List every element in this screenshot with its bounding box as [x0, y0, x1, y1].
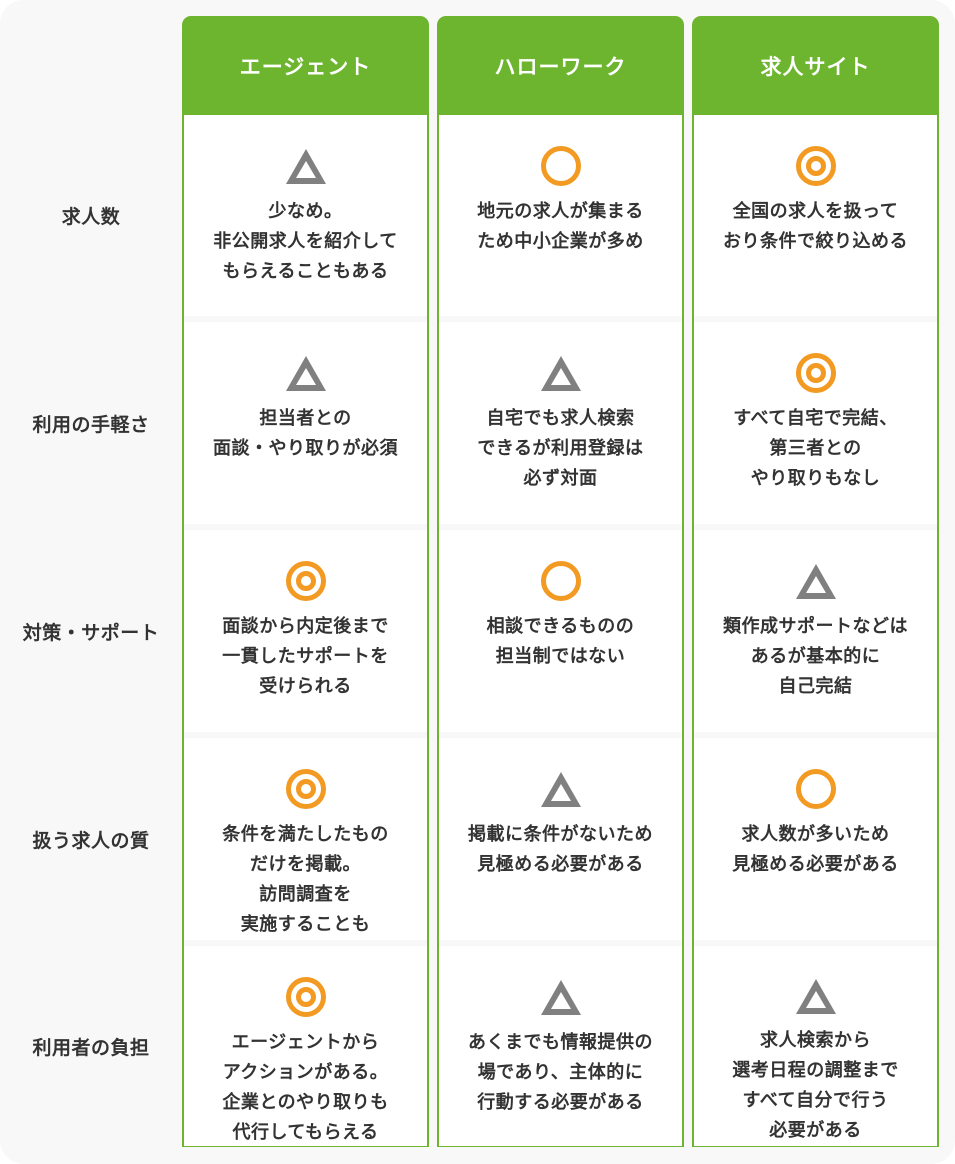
- triangle-mark-icon: [539, 352, 583, 394]
- cell-text: エージェントから アクションがある。 企業とのやり取りも 代行してもらえる: [222, 1032, 389, 1143]
- column-header-agent: エージェント: [182, 16, 429, 115]
- table-cell: 相談できるものの 担当制ではない: [439, 530, 682, 732]
- cell-text: 担当者との 面談・やり取りが必須: [213, 408, 398, 459]
- cell-text: 面談から内定後まで 一貫したサポートを 受けられる: [222, 616, 389, 697]
- cell-text: 少なめ。 非公開求人を紹介して もらえることもある: [213, 201, 398, 282]
- triangle-mark-icon: [284, 352, 328, 394]
- column-header-job-site: 求人サイト: [692, 16, 939, 115]
- row-label-ease-of-use: 利用の手軽さ: [32, 413, 150, 436]
- double-circle-mark-icon: [284, 768, 328, 810]
- row-label-job-count: 求人数: [61, 206, 121, 228]
- cell-text: 求人検索から 選考日程の調整まで すべて自分で行う 必要がある: [732, 1030, 899, 1141]
- double-circle-mark-icon: [284, 560, 328, 602]
- table-cell: 条件を満たしたもの だけを掲載。 訪問調査を 実施することも: [184, 738, 427, 940]
- table-cell: 類作成サポートなどは あるが基本的に 自己完結: [694, 530, 937, 732]
- circle-mark-icon: [794, 768, 838, 810]
- table-cell: 求人数が多いため 見極める必要がある: [694, 738, 937, 940]
- triangle-mark-icon: [794, 560, 838, 602]
- triangle-mark-icon: [794, 976, 838, 1016]
- triangle-mark-icon: [539, 768, 583, 810]
- cell-text: 相談できるものの 担当制ではない: [486, 616, 635, 667]
- column-body: 地元の求人が集まる ため中小企業が多め自宅でも求人検索 できるが利用登録は 必ず…: [437, 115, 684, 1147]
- cell-text: あくまでも情報提供の 場であり、主体的に 行動する必要がある: [468, 1032, 653, 1113]
- column-header-hellowork: ハローワーク: [437, 16, 684, 115]
- cell-text: 類作成サポートなどは あるが基本的に 自己完結: [723, 616, 908, 697]
- table-cell: あくまでも情報提供の 場であり、主体的に 行動する必要がある: [439, 946, 682, 1146]
- triangle-mark-icon: [284, 145, 328, 187]
- table-cell: 面談から内定後まで 一貫したサポートを 受けられる: [184, 530, 427, 732]
- circle-mark-icon: [539, 560, 583, 602]
- row-label-support: 対策・サポート: [22, 621, 160, 644]
- table-cell: 地元の求人が集まる ため中小企業が多め: [439, 115, 682, 316]
- table-cell: すべて自宅で完結、 第三者との やり取りもなし: [694, 322, 937, 524]
- table-cell: 担当者との 面談・やり取りが必須: [184, 322, 427, 524]
- row-label-job-quality: 扱う求人の質: [32, 829, 150, 852]
- circle-mark-icon: [539, 145, 583, 187]
- triangle-mark-icon: [539, 976, 583, 1018]
- table-cell: 少なめ。 非公開求人を紹介して もらえることもある: [184, 115, 427, 316]
- cell-text: 求人数が多いため 見極める必要がある: [732, 824, 899, 875]
- double-circle-mark-icon: [284, 976, 328, 1018]
- double-circle-mark-icon: [794, 145, 838, 187]
- cell-text: すべて自宅で完結、 第三者との やり取りもなし: [733, 408, 898, 489]
- column-body: 少なめ。 非公開求人を紹介して もらえることもある担当者との 面談・やり取りが必…: [182, 115, 429, 1147]
- column-body: 全国の求人を扱って おり条件で絞り込めるすべて自宅で完結、 第三者との やり取り…: [692, 115, 939, 1147]
- table-cell: エージェントから アクションがある。 企業とのやり取りも 代行してもらえる: [184, 946, 427, 1146]
- cell-text: 掲載に条件がないため 見極める必要がある: [468, 824, 653, 875]
- cell-text: 全国の求人を扱って おり条件で絞り込める: [723, 201, 908, 252]
- cell-text: 条件を満たしたもの だけを掲載。 訪問調査を 実施することも: [222, 824, 389, 935]
- cell-text: 自宅でも求人検索 できるが利用登録は 必ず対面: [477, 408, 644, 489]
- column-job-site: 求人サイト 全国の求人を扱って おり条件で絞り込めるすべて自宅で完結、 第三者と…: [692, 16, 939, 1147]
- row-label-user-burden: 利用者の負担: [32, 1036, 150, 1059]
- table-cell: 求人検索から 選考日程の調整まで すべて自分で行う 必要がある: [694, 946, 937, 1146]
- column-hellowork: ハローワーク 地元の求人が集まる ため中小企業が多め自宅でも求人検索 できるが利…: [437, 16, 684, 1147]
- column-agent: エージェント 少なめ。 非公開求人を紹介して もらえることもある担当者との 面談…: [182, 16, 429, 1147]
- table-cell: 掲載に条件がないため 見極める必要がある: [439, 738, 682, 940]
- table-cell: 自宅でも求人検索 できるが利用登録は 必ず対面: [439, 322, 682, 524]
- double-circle-mark-icon: [794, 352, 838, 394]
- table-cell: 全国の求人を扱って おり条件で絞り込める: [694, 115, 937, 316]
- cell-text: 地元の求人が集まる ため中小企業が多め: [477, 201, 644, 252]
